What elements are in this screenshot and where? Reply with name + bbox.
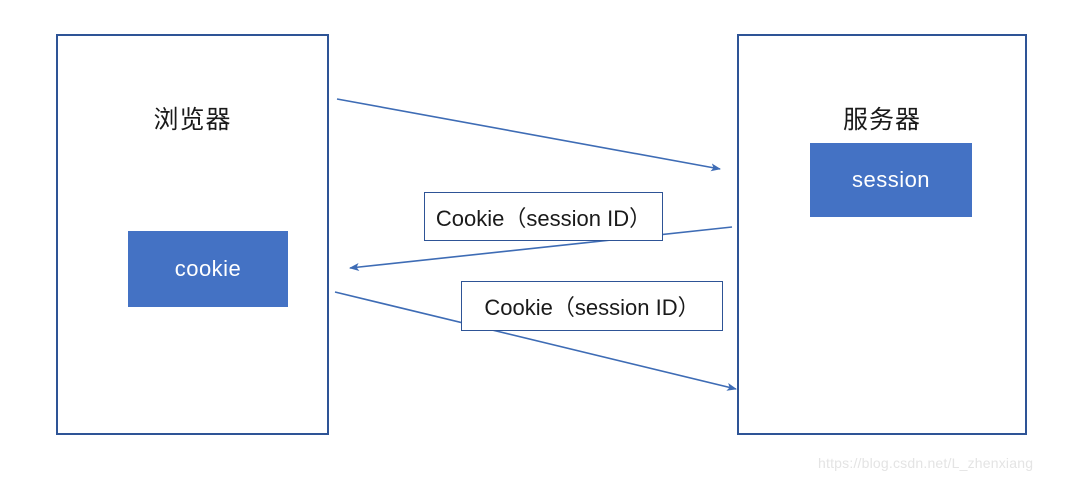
session-box: session [810,143,972,217]
cookie-box: cookie [128,231,288,307]
server-container: 服务器 [737,34,1027,435]
message-label-set-cookie-text: Cookie（session ID） [435,205,652,231]
server-title: 服务器 [842,106,921,134]
browser-title: 浏览器 [153,106,232,134]
message-label-send-cookie: Cookie（session ID） [461,281,723,331]
watermark: https://blog.csdn.net/L_zhenxiang [818,455,1034,471]
browser-container: 浏览器 [56,34,329,435]
cookie-box-label: cookie [174,256,242,281]
message-label-set-cookie: Cookie（session ID） [424,192,663,241]
message-label-send-cookie-text: Cookie（session ID） [484,295,700,320]
session-box-label: session [851,167,931,192]
arrow-browser-to-server-request [336,98,721,172]
